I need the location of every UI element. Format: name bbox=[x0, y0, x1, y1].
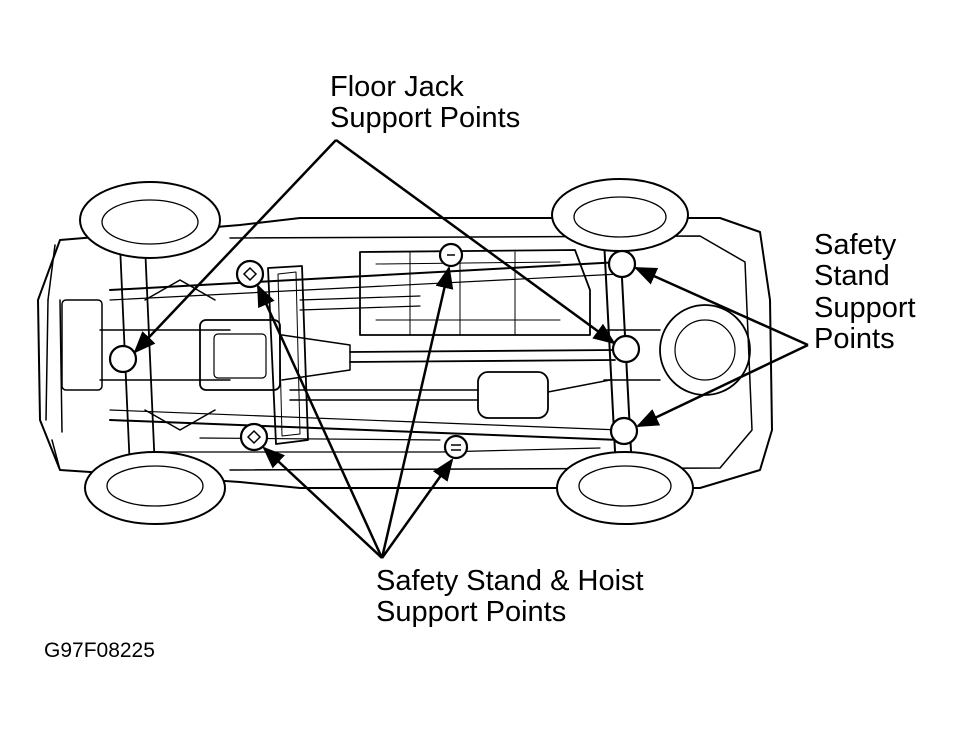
arrow-floor-jack-front bbox=[133, 139, 337, 354]
safety-stand-hoist-label: Safety Stand & Hoist Support Points bbox=[376, 565, 644, 629]
floor-jack-label: Floor Jack Support Points bbox=[330, 71, 521, 135]
safety-stand-point-rear-left bbox=[607, 249, 637, 279]
hoist-point-rear-left bbox=[438, 242, 464, 268]
safety-stand-label-line-2: Stand bbox=[814, 260, 890, 293]
safety-stand-label: Safety Stand Support Points bbox=[814, 229, 916, 355]
callout-arrows bbox=[133, 138, 809, 559]
floor-jack-point-front bbox=[108, 344, 138, 374]
arrow-hoist-rear-left bbox=[380, 265, 454, 559]
floor-jack-label-line-2: Support Points bbox=[330, 102, 521, 135]
safety-stand-label-line-4: Points bbox=[814, 322, 895, 355]
safety-stand-label-line-3: Support bbox=[814, 291, 916, 324]
figure-id: G97F08225 bbox=[44, 639, 155, 662]
arrow-hoist-rear-right bbox=[380, 458, 454, 559]
hoist-point-rear-right bbox=[443, 434, 469, 460]
safety-stand-hoist-label-line-1: Safety Stand & Hoist bbox=[376, 565, 644, 597]
floor-jack-label-line-1: Floor Jack bbox=[330, 71, 464, 103]
hoist-point-front-left bbox=[235, 259, 265, 289]
arrow-hoist-front-left bbox=[256, 283, 384, 559]
support-point-markers bbox=[108, 242, 641, 460]
safety-stand-label-line-1: Safety bbox=[814, 229, 897, 261]
floor-jack-point-rear bbox=[611, 334, 641, 364]
front-right-wheel bbox=[84, 451, 226, 525]
wheels bbox=[79, 178, 694, 525]
safety-stand-hoist-label-line-2: Support Points bbox=[376, 596, 567, 629]
vehicle-body bbox=[37, 217, 773, 489]
arrow-stand-rear-left bbox=[633, 266, 809, 347]
rear-left-wheel bbox=[551, 178, 689, 252]
arrow-hoist-front-right bbox=[262, 446, 383, 559]
safety-stand-point-rear-right bbox=[609, 416, 639, 446]
hoist-point-front-right bbox=[239, 422, 269, 452]
rear-right-wheel bbox=[556, 451, 694, 525]
front-left-wheel bbox=[79, 181, 221, 259]
arrow-floor-jack-rear bbox=[335, 138, 616, 345]
arrow-stand-rear-right bbox=[635, 343, 809, 428]
